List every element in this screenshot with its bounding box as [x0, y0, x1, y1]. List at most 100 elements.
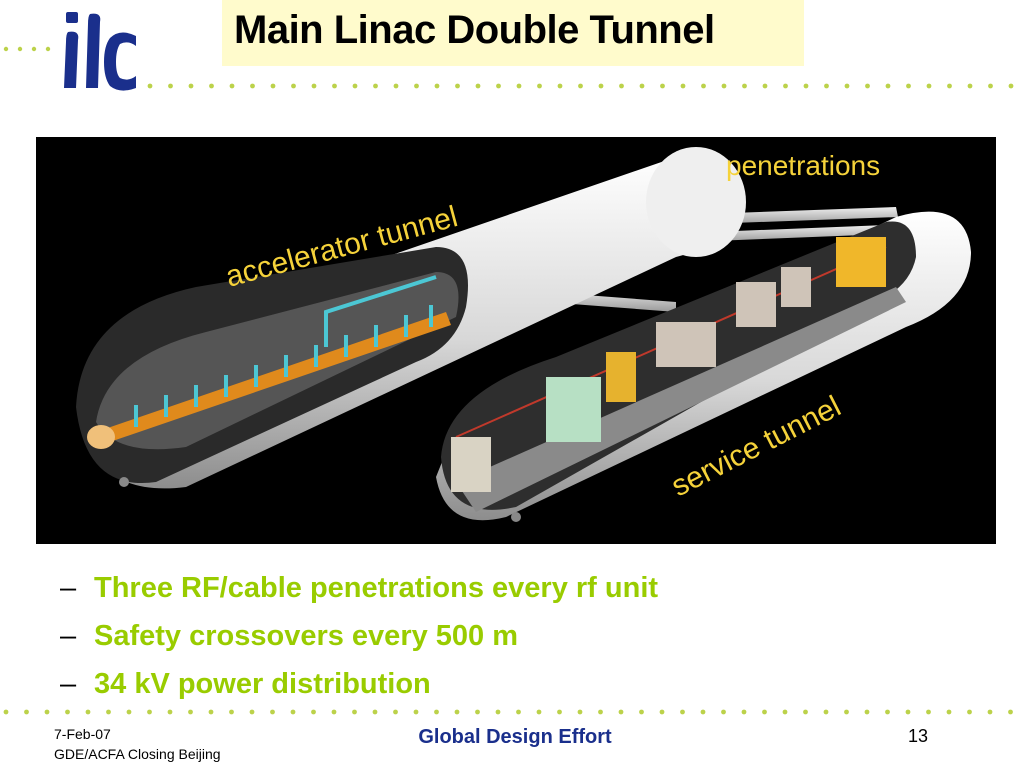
bullet-dash: – [60, 572, 77, 604]
dot [762, 83, 768, 89]
dot [434, 709, 439, 715]
dot [598, 709, 603, 715]
dot [24, 709, 29, 715]
bullet-text: Three RF/cable penetrations every rf uni… [94, 572, 659, 604]
dot [536, 709, 542, 715]
dot [618, 709, 624, 715]
dot [516, 83, 522, 89]
dot [352, 83, 358, 89]
dot [864, 709, 870, 715]
dot [639, 709, 644, 715]
title-box: Main Linac Double Tunnel [222, 0, 804, 66]
dot [1008, 83, 1014, 89]
dot [905, 709, 911, 715]
dot [229, 709, 234, 715]
dot [44, 709, 50, 715]
bullet-dash: – [60, 620, 77, 652]
dot [947, 83, 952, 89]
dot [126, 709, 132, 715]
dot [229, 83, 235, 89]
dot [496, 83, 501, 89]
dot [782, 709, 788, 715]
dot [475, 83, 481, 89]
dot [331, 709, 337, 715]
dot [516, 709, 521, 715]
dot [1008, 709, 1013, 715]
dot [167, 709, 173, 715]
footer-center-text: Global Design Effort [418, 726, 612, 748]
dot [352, 709, 357, 715]
dot [659, 709, 665, 715]
dot [865, 83, 870, 89]
dot [188, 709, 193, 715]
bullet-item: – Three RF/cable penetrations every rf u… [60, 572, 960, 620]
dot [557, 709, 562, 715]
footer-date: 7-Feb-07 [54, 726, 111, 742]
label-penetrations: penetrations [726, 150, 880, 181]
dot [639, 83, 645, 89]
dot [85, 709, 91, 715]
footer-left: 7-Feb-07 GDE/ACFA Closing Beijing [54, 724, 221, 764]
page-number: 13 [908, 726, 929, 746]
dot [291, 83, 296, 89]
dot [762, 709, 767, 715]
dot [372, 709, 378, 715]
dot [803, 83, 809, 89]
dot [495, 709, 501, 715]
dot [270, 83, 276, 89]
dot [680, 83, 686, 89]
dot [946, 709, 952, 715]
slide-title: Main Linac Double Tunnel [234, 8, 715, 52]
dot [393, 709, 398, 715]
footer-dotted-line [3, 709, 1013, 715]
dot [65, 709, 70, 715]
dot [701, 83, 706, 89]
dot [250, 83, 255, 89]
bullet-item: – 34 kV power distribution [60, 668, 960, 716]
dot [823, 709, 829, 715]
dot [700, 709, 706, 715]
dot [270, 709, 275, 715]
dot [147, 83, 153, 89]
dot [413, 709, 419, 715]
dot [290, 709, 296, 715]
dot [988, 83, 993, 89]
dot [885, 709, 890, 715]
dot [209, 83, 214, 89]
dot [249, 709, 255, 715]
dot [537, 83, 542, 89]
dot [742, 83, 747, 89]
dot [393, 83, 399, 89]
dot [475, 709, 480, 715]
dot [906, 83, 911, 89]
bullet-list: – Three RF/cable penetrations every rf u… [60, 572, 960, 716]
dot [311, 83, 317, 89]
bullet-dash: – [60, 668, 77, 700]
dot [3, 709, 9, 715]
bullet-text: Safety crossovers every 500 m [94, 620, 519, 652]
header-dotted-line [147, 83, 1014, 89]
dot [454, 709, 460, 715]
accelerator-tunnel [76, 147, 746, 489]
dot [414, 83, 419, 89]
dot [168, 83, 173, 89]
dot [741, 709, 747, 715]
dot [208, 709, 214, 715]
dot [721, 83, 727, 89]
dot [721, 709, 726, 715]
dot [844, 83, 850, 89]
dot [619, 83, 624, 89]
dot [660, 83, 665, 89]
footer-event: GDE/ACFA Closing Beijing [54, 746, 221, 762]
dot [926, 83, 932, 89]
ilc-logo [58, 10, 148, 94]
dot [885, 83, 891, 89]
dot [967, 709, 972, 715]
dot [188, 83, 194, 89]
dot [598, 83, 604, 89]
dot [311, 709, 316, 715]
dot [803, 709, 808, 715]
dot [967, 83, 973, 89]
dot [373, 83, 378, 89]
bullet-item: – Safety crossovers every 500 m [60, 620, 960, 668]
